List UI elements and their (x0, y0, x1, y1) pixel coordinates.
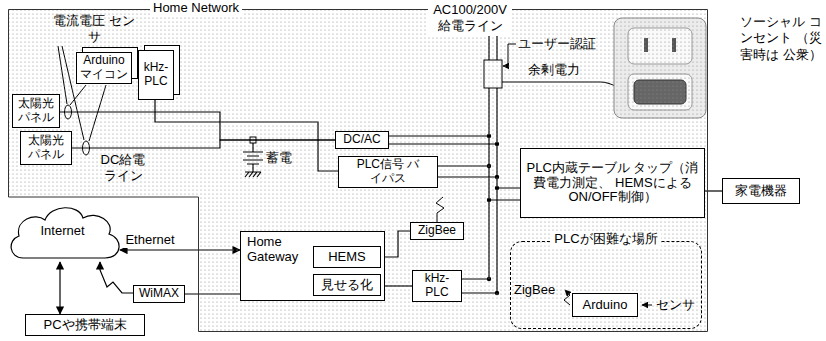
microcontroller-box: Arduino (572, 293, 638, 317)
microcontroller-box: Arduino マイコン (76, 52, 132, 84)
box-text: PLC内蔵テーブル タップ（消費電力測定、 HEMSによる ON/OFF制御） (527, 161, 699, 206)
wimax-box: WiMAX (133, 285, 185, 303)
box-text: PLC信号 バイパス (353, 158, 423, 186)
connector (100, 262, 133, 293)
terminal-box: PCや携帯端末 (25, 314, 145, 336)
box-text: ZigBee (418, 224, 456, 238)
box-text: PCや携帯端末 (43, 318, 126, 333)
region-title: Home Network (150, 1, 242, 16)
bypass-box: PLC信号 バイパス (338, 156, 438, 188)
appliance-box: 家電機器 (722, 178, 800, 204)
region-shape (9, 10, 708, 332)
solar-panel-box: 太陽光 パネル (12, 94, 60, 128)
dc-line-label: DC給電 ライン (98, 152, 148, 185)
box-text: 見せる化 (321, 278, 373, 293)
inverter-box: DC/AC (335, 131, 389, 149)
box-text: Arduino (583, 298, 628, 313)
sensor-label: センサ (656, 297, 695, 313)
box-text: Arduino マイコン (79, 54, 129, 82)
zigbee-box: ZigBee (410, 222, 464, 240)
power-line-label: AC100/200V 給電ライン (428, 2, 512, 35)
hems-box: HEMS (313, 246, 381, 268)
box-text: 太陽光 パネル (15, 97, 57, 125)
plc-modem-box: kHz-PLC (412, 270, 462, 302)
region-title: PLCが困難な場所 (551, 232, 660, 247)
box-text: kHz-PLC (141, 61, 171, 89)
auth-label: ユーザー認証 (518, 36, 596, 52)
surplus-label: 余剰電力 (528, 62, 580, 78)
edge-label: Ethernet (123, 232, 176, 248)
box-text: HEMS (328, 250, 366, 265)
box-text: 家電機器 (735, 184, 787, 199)
box-text: DC/AC (343, 133, 380, 147)
gateway-box: Home GatewayHEMS 見せる化 (240, 231, 385, 301)
solar-panel-box: 太陽光 パネル (20, 131, 72, 165)
cloud-shape (11, 208, 119, 258)
internet-cloud: Internet (5, 200, 120, 262)
power-strip-box: PLC内蔵テーブル タップ（消費電力測定、 HEMSによる ON/OFF制御） (520, 148, 705, 218)
box-text: Internet (40, 224, 84, 239)
storage-label: 蓄電 (266, 150, 292, 166)
sensor-label: 電流電圧 センサ (52, 13, 136, 46)
plc-modem-box: kHz-PLC (138, 50, 174, 100)
box-text: 太陽光 パネル (23, 134, 69, 162)
box-text: WiMAX (139, 287, 179, 301)
outlet-label: ソーシャル コンセント （災害時は 公衆） (736, 14, 822, 63)
connector (59, 262, 60, 314)
region-title: Home Gateway (247, 235, 309, 265)
zigbee-label: ZigBee (514, 282, 555, 298)
visualization-box: 見せる化 (313, 274, 381, 296)
box-text: kHz-PLC (415, 272, 459, 300)
